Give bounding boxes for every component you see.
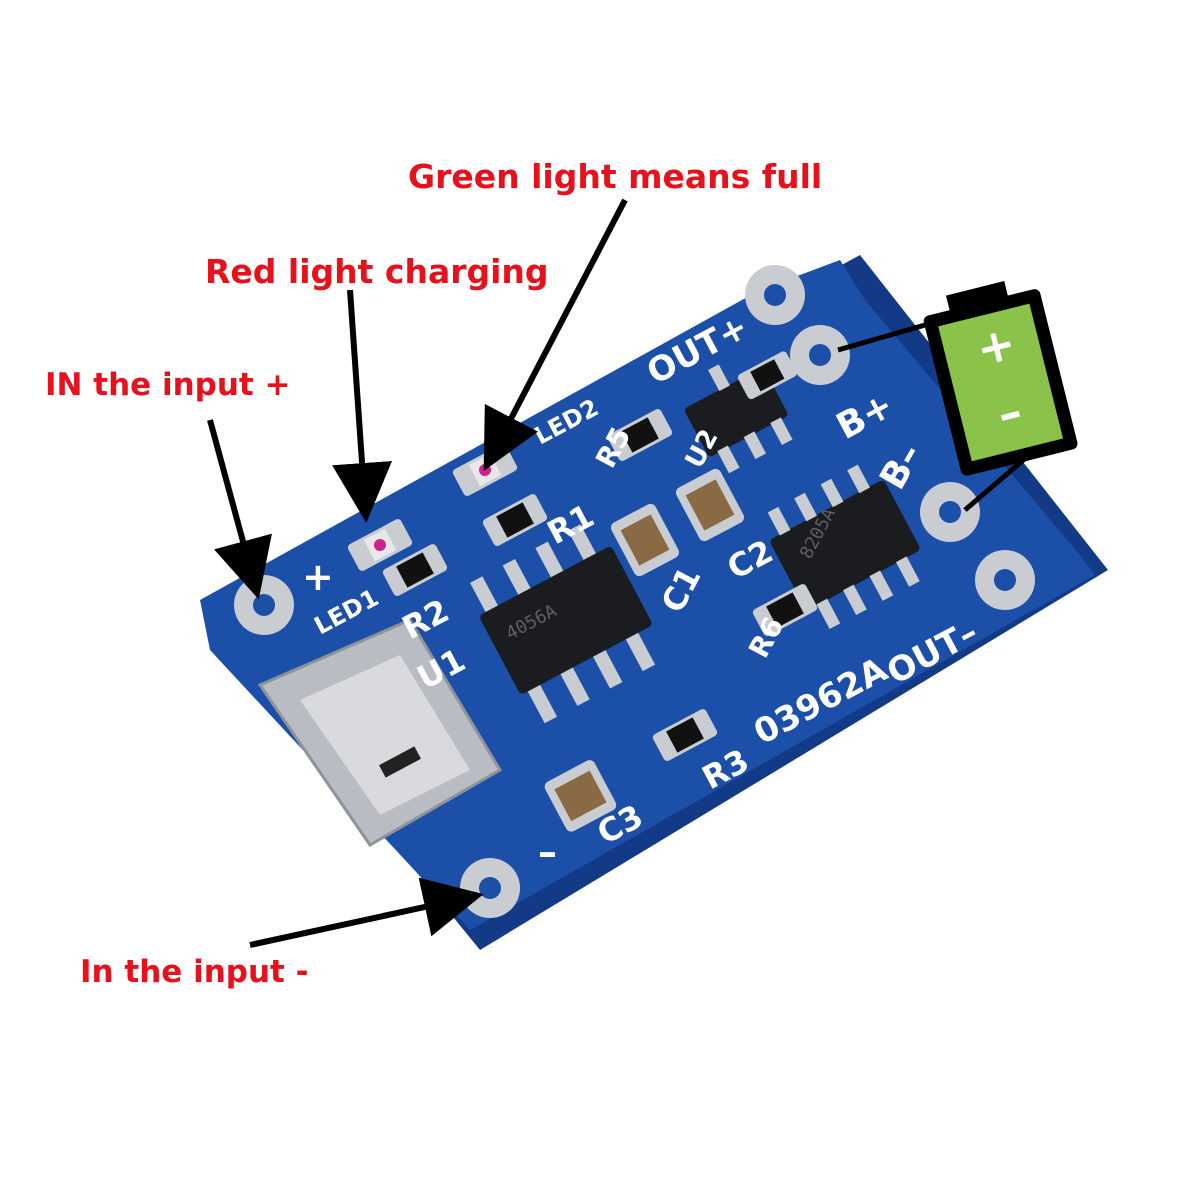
callout-input-minus: In the input -	[80, 954, 309, 990]
capacitor-c1	[610, 503, 680, 577]
callout-red-light: Red light charging	[205, 252, 549, 291]
pad-in-plus	[234, 575, 294, 635]
pad-out-plus	[745, 265, 805, 325]
resistor-r2	[382, 544, 448, 596]
silk-plus: +	[302, 555, 334, 599]
pad-out-minus	[975, 550, 1035, 610]
chip-dw01	[767, 464, 920, 630]
battery-icon: + –	[923, 281, 1078, 476]
micro-usb-connector	[257, 618, 503, 847]
callout-green-light: Green light means full	[408, 157, 823, 196]
battery-plus-line	[837, 312, 961, 353]
silk-minus: –	[538, 830, 557, 874]
resistor-r6	[752, 584, 818, 636]
capacitor-c2	[675, 468, 745, 542]
led1-red	[347, 519, 413, 571]
arrow-input-plus	[207, 419, 272, 600]
resistor-r1	[482, 494, 548, 546]
battery-minus-line	[963, 448, 1037, 512]
resistor-r5	[607, 409, 673, 461]
resistor-r4	[737, 351, 797, 400]
callout-input-plus: IN the input +	[45, 367, 291, 403]
pad-b-minus	[920, 482, 980, 542]
resistor-r3	[652, 709, 718, 761]
chip-u1	[468, 524, 664, 724]
pad-b-plus	[790, 325, 850, 385]
arrow-input-minus	[249, 877, 484, 948]
arrow-green-light	[483, 198, 628, 471]
capacitor-c3	[544, 760, 617, 832]
arrow-red-light	[332, 289, 393, 523]
pad-in-minus	[460, 858, 520, 918]
